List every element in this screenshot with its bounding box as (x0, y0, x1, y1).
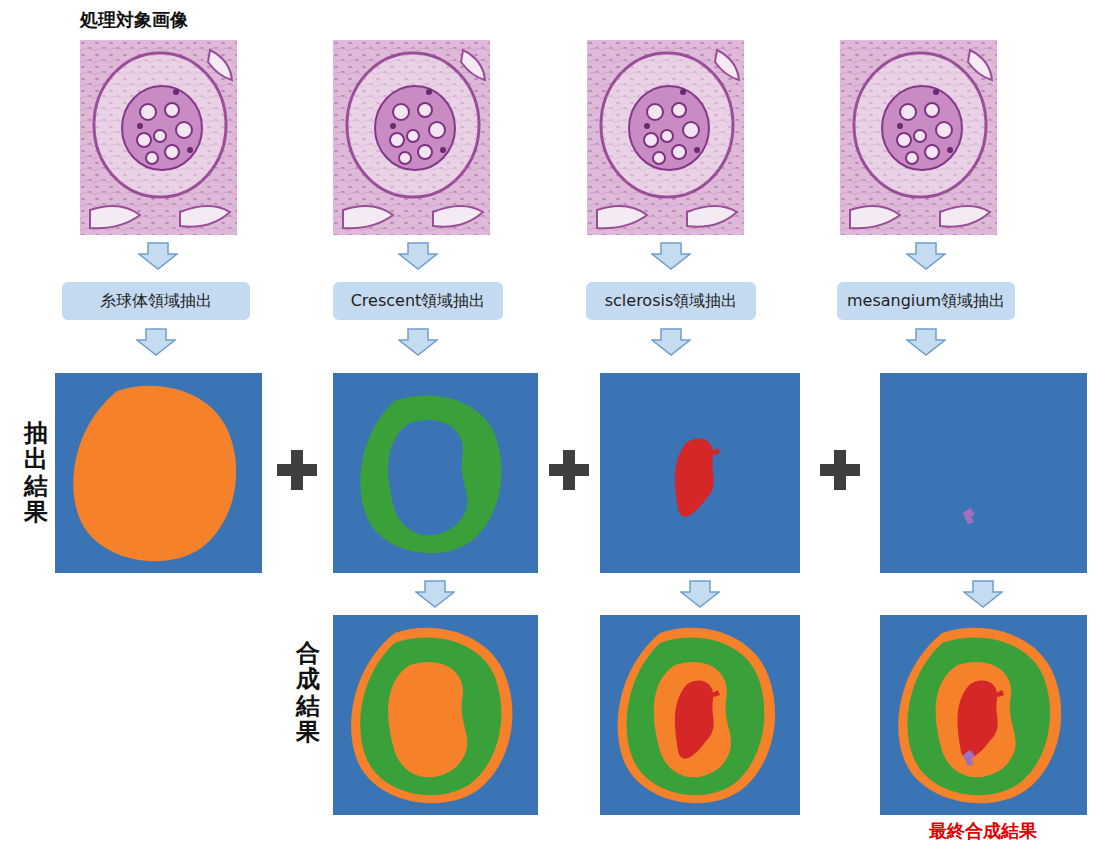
caption-label: 最終合成結果 (929, 819, 1037, 843)
box-label: mesangium領域抽出 (847, 291, 1005, 312)
mask-image (880, 373, 1087, 573)
composite-image (333, 615, 538, 815)
mask-image (333, 373, 538, 573)
caption-label: 処理対象画像 (80, 8, 188, 32)
process-box: sclerosis領域抽出 (586, 282, 756, 320)
box-label: 糸球体領域抽出 (100, 291, 212, 312)
block-arrow (907, 243, 945, 269)
block-arrow (964, 581, 1002, 607)
box-label: Crescent領域抽出 (351, 291, 486, 312)
block-arrow (399, 329, 437, 355)
mask-image (55, 373, 262, 573)
process-box: 糸球体領域抽出 (62, 282, 250, 320)
box-label: sclerosis領域抽出 (605, 291, 738, 312)
block-arrow (652, 243, 690, 269)
process-box: mesangium領域抽出 (837, 282, 1015, 320)
tissue-image (587, 40, 744, 235)
plus-symbol (549, 450, 589, 490)
row-label: 抽出結果 (24, 420, 48, 526)
block-arrow (137, 329, 175, 355)
tissue-image (840, 40, 997, 235)
tissue-image (333, 40, 490, 235)
process-box: Crescent領域抽出 (333, 282, 503, 320)
block-arrow (139, 243, 177, 269)
block-arrow (681, 581, 719, 607)
row-label: 合成結果 (296, 640, 320, 746)
block-arrow (416, 581, 454, 607)
composite-image (600, 615, 800, 815)
plus-symbol (820, 450, 860, 490)
composite-image (880, 615, 1087, 815)
plus-symbol (277, 450, 317, 490)
block-arrow (399, 243, 437, 269)
block-arrow (652, 329, 690, 355)
mask-image (600, 373, 800, 573)
block-arrow (907, 329, 945, 355)
tissue-image (80, 40, 237, 235)
